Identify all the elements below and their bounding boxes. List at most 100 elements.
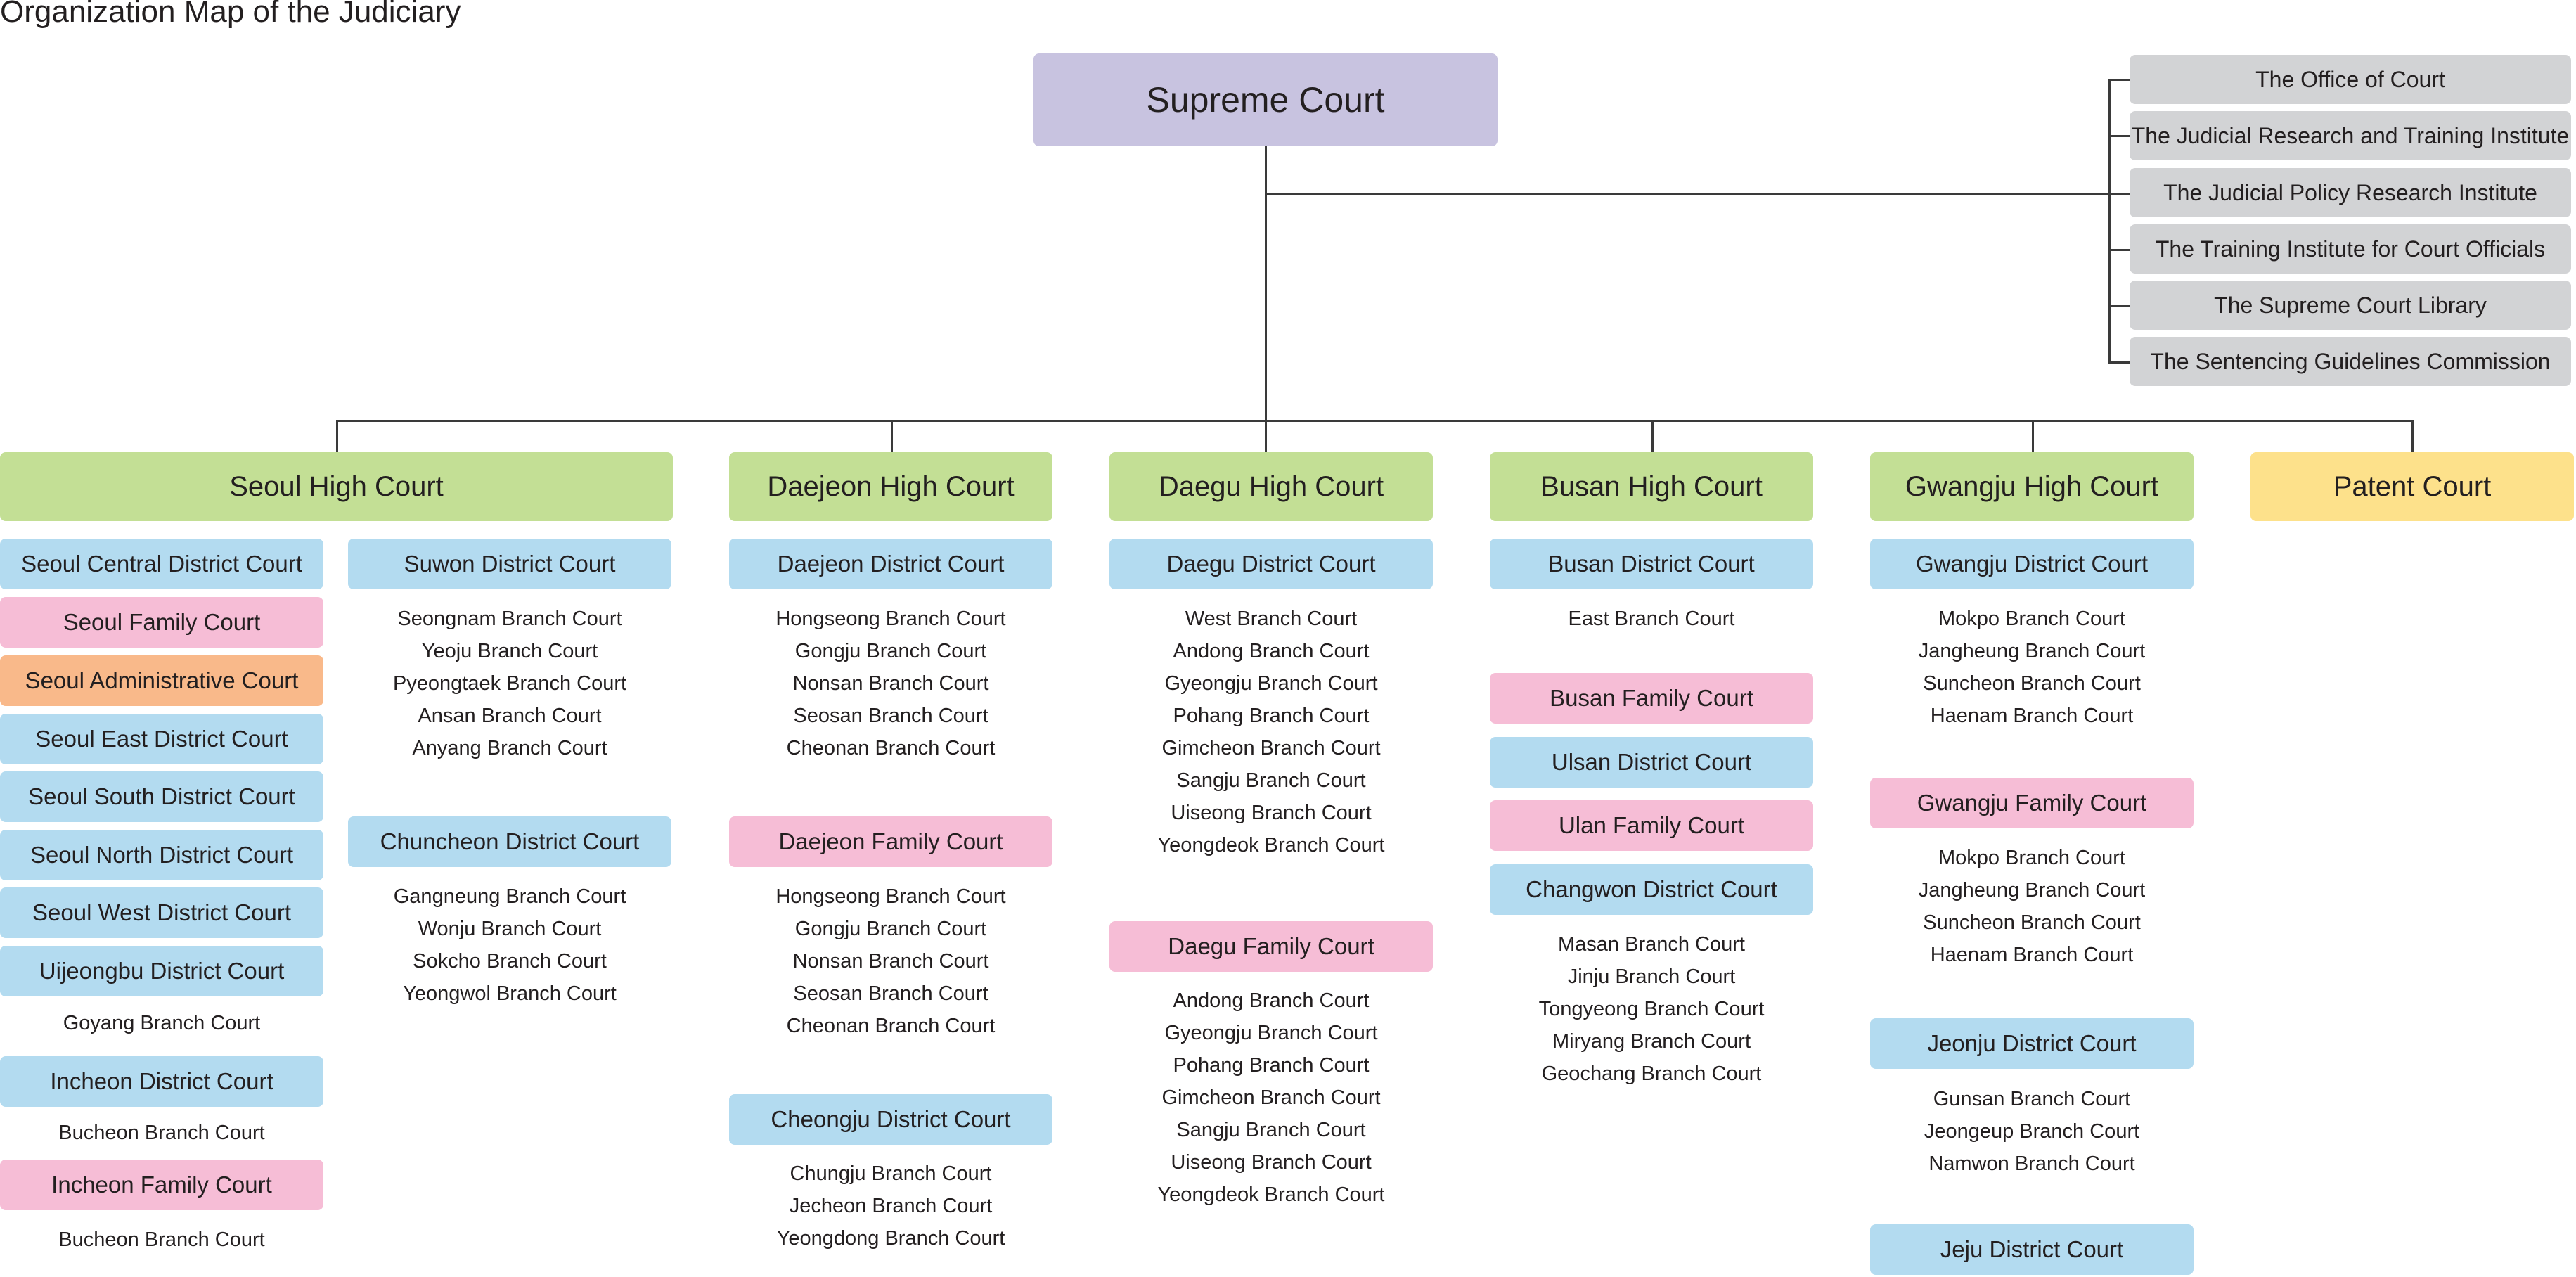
- seoul-south-district-court: Seoul South District Court: [0, 771, 323, 822]
- seoul-west-district-court: Seoul West District Court: [0, 887, 323, 938]
- branch-court: Hongseong Branch Court: [775, 608, 1006, 630]
- branch-court: Jangheung Branch Court: [1918, 879, 2146, 901]
- supreme-court-box: Supreme Court: [1033, 53, 1498, 146]
- institute-office-of-court: The Office of Court: [2130, 55, 2571, 104]
- branch-court: Geochang Branch Court: [1541, 1063, 1762, 1085]
- seoul-administrative-court: Seoul Administrative Court: [0, 655, 323, 706]
- connector-inst-4: [2108, 249, 2130, 251]
- branch-court: Ansan Branch Court: [418, 705, 602, 727]
- daejeon-family-court: Daejeon Family Court: [729, 816, 1052, 867]
- branch-court: Andong Branch Court: [1173, 989, 1370, 1012]
- branch-court: Mokpo Branch Court: [1938, 608, 2125, 630]
- suwon-branch-list: Seongnam Branch Court Yeoju Branch Court…: [348, 603, 671, 764]
- branch-court: Uiseong Branch Court: [1171, 802, 1372, 824]
- jeju-district-court: Jeju District Court: [1870, 1224, 2194, 1275]
- branch-court: Seosan Branch Court: [793, 705, 988, 727]
- connector-inst-1: [2108, 79, 2130, 81]
- connector-inst-5: [2108, 305, 2130, 307]
- branch-court: Miryang Branch Court: [1552, 1030, 1751, 1053]
- branch-court: Gongju Branch Court: [794, 918, 987, 940]
- busan-family-court: Busan Family Court: [1490, 673, 1813, 724]
- gwangju-high-court: Gwangju High Court: [1870, 452, 2194, 521]
- daegu-family-branch-list: Andong Branch Court Gyeongju Branch Cour…: [1109, 984, 1433, 1211]
- institute-training-court-officials: The Training Institute for Court Officia…: [2130, 224, 2571, 274]
- connector-institutes-h: [1265, 193, 2108, 195]
- branch-court: Mokpo Branch Court: [1938, 847, 2125, 869]
- chart-title: Organization Map of the Judiciary: [0, 0, 461, 29]
- institute-supreme-court-library: The Supreme Court Library: [2130, 281, 2571, 330]
- connector-gwangju: [2032, 420, 2034, 452]
- branch-court: Jinju Branch Court: [1567, 965, 1736, 988]
- busan-high-court: Busan High Court: [1490, 452, 1813, 521]
- seoul-north-district-court: Seoul North District Court: [0, 830, 323, 880]
- branch-court: Haenam Branch Court: [1930, 705, 2134, 727]
- branch-court: Bucheon Branch Court: [58, 1122, 265, 1144]
- connector-inst-3: [2108, 193, 2130, 195]
- branch-court: Wonju Branch Court: [418, 918, 602, 940]
- branch-court: Gongju Branch Court: [794, 640, 987, 662]
- branch-court: Gangneung Branch Court: [393, 885, 626, 908]
- incheon-branch-list: Bucheon Branch Court: [0, 1117, 323, 1149]
- daegu-family-court: Daegu Family Court: [1109, 921, 1433, 972]
- patent-court: Patent Court: [2250, 452, 2574, 521]
- branch-court: Haenam Branch Court: [1930, 944, 2134, 966]
- connector-high-courts-h: [336, 420, 2413, 422]
- changwon-branch-list: Masan Branch Court Jinju Branch Court To…: [1490, 928, 1813, 1090]
- branch-court: Gyeongju Branch Court: [1164, 1022, 1378, 1044]
- institute-judicial-research-training: The Judicial Research and Training Insti…: [2130, 111, 2571, 160]
- daegu-district-court: Daegu District Court: [1109, 539, 1433, 589]
- seoul-high-court: Seoul High Court: [0, 452, 673, 521]
- branch-court: Chungju Branch Court: [790, 1162, 992, 1185]
- branch-court: Namwon Branch Court: [1928, 1153, 2135, 1175]
- branch-court: Sokcho Branch Court: [413, 950, 607, 973]
- branch-court: Suncheon Branch Court: [1923, 911, 2141, 934]
- incheon-family-branch-list: Bucheon Branch Court: [0, 1224, 323, 1256]
- connector-seoul: [336, 420, 338, 452]
- branch-court: Masan Branch Court: [1558, 933, 1745, 956]
- branch-court: Yeongdong Branch Court: [776, 1227, 1005, 1250]
- branch-court: Gimcheon Branch Court: [1161, 1086, 1381, 1109]
- jeonju-branch-list: Gunsan Branch Court Jeongeup Branch Cour…: [1870, 1083, 2194, 1180]
- gwangju-family-court: Gwangju Family Court: [1870, 778, 2194, 828]
- branch-court: Pohang Branch Court: [1173, 705, 1370, 727]
- branch-court: Uiseong Branch Court: [1171, 1151, 1372, 1174]
- branch-court: Gimcheon Branch Court: [1161, 737, 1381, 759]
- connector-supreme-down: [1265, 146, 1267, 421]
- connector-patent: [2411, 420, 2414, 452]
- ulsan-district-court: Ulsan District Court: [1490, 737, 1813, 788]
- branch-court: Jeongeup Branch Court: [1924, 1120, 2140, 1143]
- branch-court: Gunsan Branch Court: [1933, 1088, 2131, 1110]
- branch-court: Yeoju Branch Court: [421, 640, 598, 662]
- branch-court: Nonsan Branch Court: [792, 950, 989, 973]
- branch-court: Seongnam Branch Court: [397, 608, 622, 630]
- branch-court: West Branch Court: [1185, 608, 1358, 630]
- daegu-district-branch-list: West Branch Court Andong Branch Court Gy…: [1109, 603, 1433, 861]
- branch-court: Yeongdeok Branch Court: [1157, 834, 1385, 856]
- branch-court: Sangju Branch Court: [1176, 769, 1366, 792]
- daejeon-district-branch-list: Hongseong Branch Court Gongju Branch Cou…: [729, 603, 1052, 764]
- connector-institutes-v: [2108, 79, 2111, 364]
- branch-court: Yeongwol Branch Court: [403, 982, 617, 1005]
- daejeon-high-court: Daejeon High Court: [729, 452, 1052, 521]
- cheongju-district-court: Cheongju District Court: [729, 1094, 1052, 1145]
- connector-daejeon: [891, 420, 893, 452]
- connector-daegu: [1265, 420, 1267, 452]
- branch-court: Anyang Branch Court: [412, 737, 607, 759]
- connector-inst-2: [2108, 135, 2130, 137]
- changwon-district-court: Changwon District Court: [1490, 864, 1813, 915]
- daejeon-family-branch-list: Hongseong Branch Court Gongju Branch Cou…: [729, 880, 1052, 1042]
- seoul-family-court: Seoul Family Court: [0, 597, 323, 648]
- uijeongbu-district-court: Uijeongbu District Court: [0, 946, 323, 996]
- chuncheon-branch-list: Gangneung Branch Court Wonju Branch Cour…: [348, 880, 671, 1010]
- branch-court: Goyang Branch Court: [63, 1012, 261, 1034]
- busan-district-court: Busan District Court: [1490, 539, 1813, 589]
- busan-district-branch-list: East Branch Court: [1490, 603, 1813, 635]
- daejeon-district-court: Daejeon District Court: [729, 539, 1052, 589]
- branch-court: Suncheon Branch Court: [1923, 672, 2141, 695]
- suwon-district-court: Suwon District Court: [348, 539, 671, 589]
- incheon-district-court: Incheon District Court: [0, 1056, 323, 1107]
- branch-court: Cheonan Branch Court: [786, 737, 996, 759]
- branch-court: Bucheon Branch Court: [58, 1228, 265, 1251]
- ulan-family-court: Ulan Family Court: [1490, 800, 1813, 851]
- cheongju-branch-list: Chungju Branch Court Jecheon Branch Cour…: [729, 1157, 1052, 1254]
